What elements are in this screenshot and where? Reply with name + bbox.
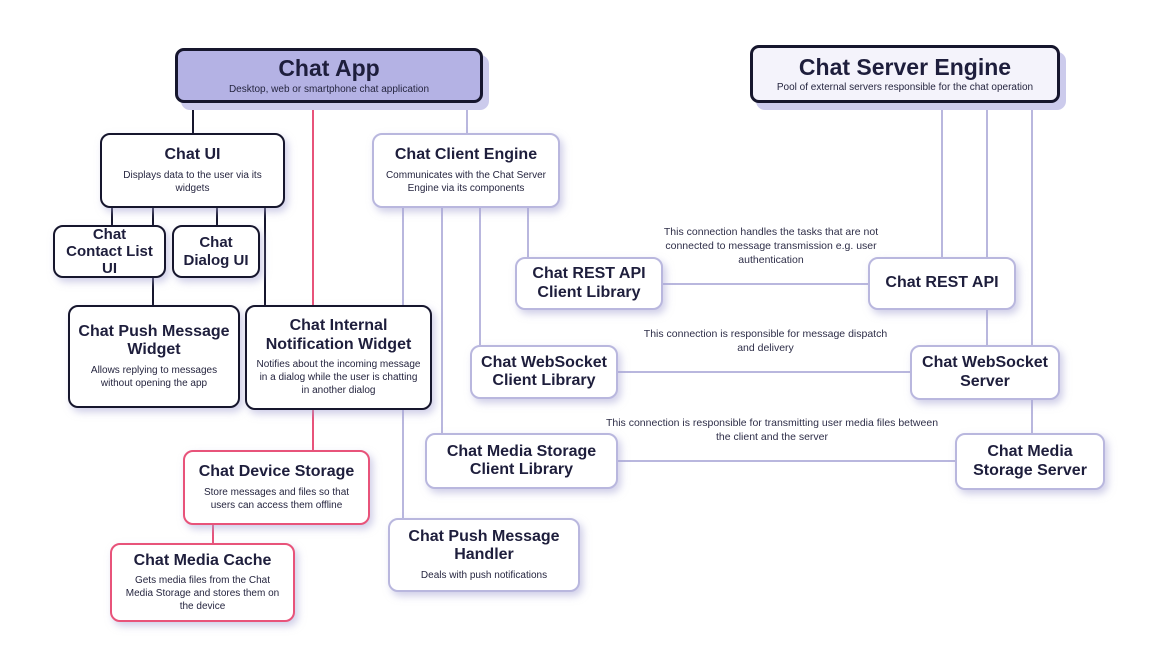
connector-app-to-client-engine — [466, 103, 468, 133]
node-title: Chat Push Message Widget — [78, 322, 230, 359]
annotation-rest-connection: This connection handles the tasks that a… — [663, 226, 879, 266]
node-subtitle: Pool of external servers responsible for… — [776, 82, 1034, 94]
node-title: Chat Device Storage — [198, 463, 355, 481]
connector-server-engine-to-media-server — [1031, 103, 1033, 433]
node-title: Chat Contact List UI — [66, 225, 153, 278]
node-title: Chat Media Storage Client Library — [446, 442, 597, 478]
connector-app-to-device-storage — [312, 103, 314, 450]
connector-server-engine-to-websocket-server — [986, 103, 988, 345]
node-subtitle: Gets media files from the Chat Media Sto… — [125, 574, 280, 613]
node-subtitle: Deals with push notifications — [420, 569, 548, 581]
connector-device-storage-to-media-cache — [212, 525, 214, 543]
connector-engine-to-websocket-client-lib — [479, 207, 481, 345]
node-chat-client-engine: Chat Client Engine Communicates with the… — [372, 133, 560, 208]
node-chat-websocket-server: Chat WebSocket Server — [910, 345, 1060, 400]
connector-engine-to-rest-client-lib — [527, 207, 529, 257]
node-title: Chat REST API — [885, 274, 999, 292]
node-chat-push-message-widget: Chat Push Message Widget Allows replying… — [68, 305, 240, 408]
node-chat-server-engine: Chat Server Engine Pool of external serv… — [750, 45, 1060, 103]
node-subtitle: Communicates with the Chat Server Engine… — [385, 169, 547, 194]
node-subtitle: Store messages and files so that users c… — [203, 486, 350, 511]
node-chat-device-storage: Chat Device Storage Store messages and f… — [183, 450, 370, 525]
node-chat-ui: Chat UI Displays data to the user via it… — [100, 133, 285, 208]
node-chat-contact-list-ui: Chat Contact List UI — [53, 225, 166, 278]
node-title: Chat Internal Notification Widget — [265, 317, 412, 353]
annotation-media-connection: This connection is responsible for trans… — [605, 417, 939, 443]
node-subtitle: Displays data to the user via its widget… — [123, 169, 262, 194]
node-title: Chat REST API Client Library — [532, 265, 646, 301]
node-chat-websocket-client-library: Chat WebSocket Client Library — [470, 345, 618, 399]
annotation-websocket-connection: This connection is responsible for messa… — [643, 328, 888, 354]
node-subtitle: Notifies about the incoming message in a… — [256, 359, 421, 397]
node-title: Chat Client Engine — [394, 146, 538, 164]
connector-server-engine-to-rest-api — [941, 103, 943, 257]
node-title: Chat UI — [164, 146, 221, 164]
node-chat-media-cache: Chat Media Cache Gets media files from t… — [110, 543, 295, 622]
connector-chatui-to-dialog-ui — [216, 208, 218, 225]
node-chat-media-storage-server: Chat Media Storage Server — [955, 433, 1105, 490]
node-title: Chat Media Cache — [133, 551, 272, 569]
node-chat-media-storage-client-library: Chat Media Storage Client Library — [425, 433, 618, 489]
node-subtitle: Desktop, web or smartphone chat applicat… — [228, 83, 430, 95]
node-chat-push-message-handler: Chat Push Message Handler Deals with pus… — [388, 518, 580, 592]
connector-websocket-client-to-server — [618, 371, 910, 373]
connector-chatui-to-contact-list — [111, 208, 113, 225]
node-title: Chat WebSocket Server — [922, 354, 1048, 390]
node-chat-dialog-ui: Chat Dialog UI — [172, 225, 260, 278]
node-title: Chat Push Message Handler — [408, 528, 560, 564]
node-chat-rest-api-client-library: Chat REST API Client Library — [515, 257, 663, 310]
node-title: Chat Media Storage Server — [973, 443, 1087, 479]
connector-app-to-chat-ui — [192, 103, 194, 133]
node-chat-internal-notification-widget: Chat Internal Notification Widget Notifi… — [245, 305, 432, 410]
node-title: Chat Server Engine — [798, 53, 1012, 80]
node-subtitle: Allows replying to messages without open… — [90, 364, 218, 389]
node-chat-app: Chat App Desktop, web or smartphone chat… — [175, 48, 483, 103]
node-title: Chat WebSocket Client Library — [481, 353, 607, 389]
connector-rest-client-to-rest-api — [663, 283, 868, 285]
node-title: Chat Dialog UI — [183, 234, 249, 269]
node-title: Chat App — [278, 55, 380, 82]
connector-chatui-to-notification-widget — [264, 208, 266, 305]
connector-media-client-to-server — [618, 460, 955, 462]
node-chat-rest-api: Chat REST API — [868, 257, 1016, 310]
connector-engine-to-media-client-lib — [441, 207, 443, 433]
